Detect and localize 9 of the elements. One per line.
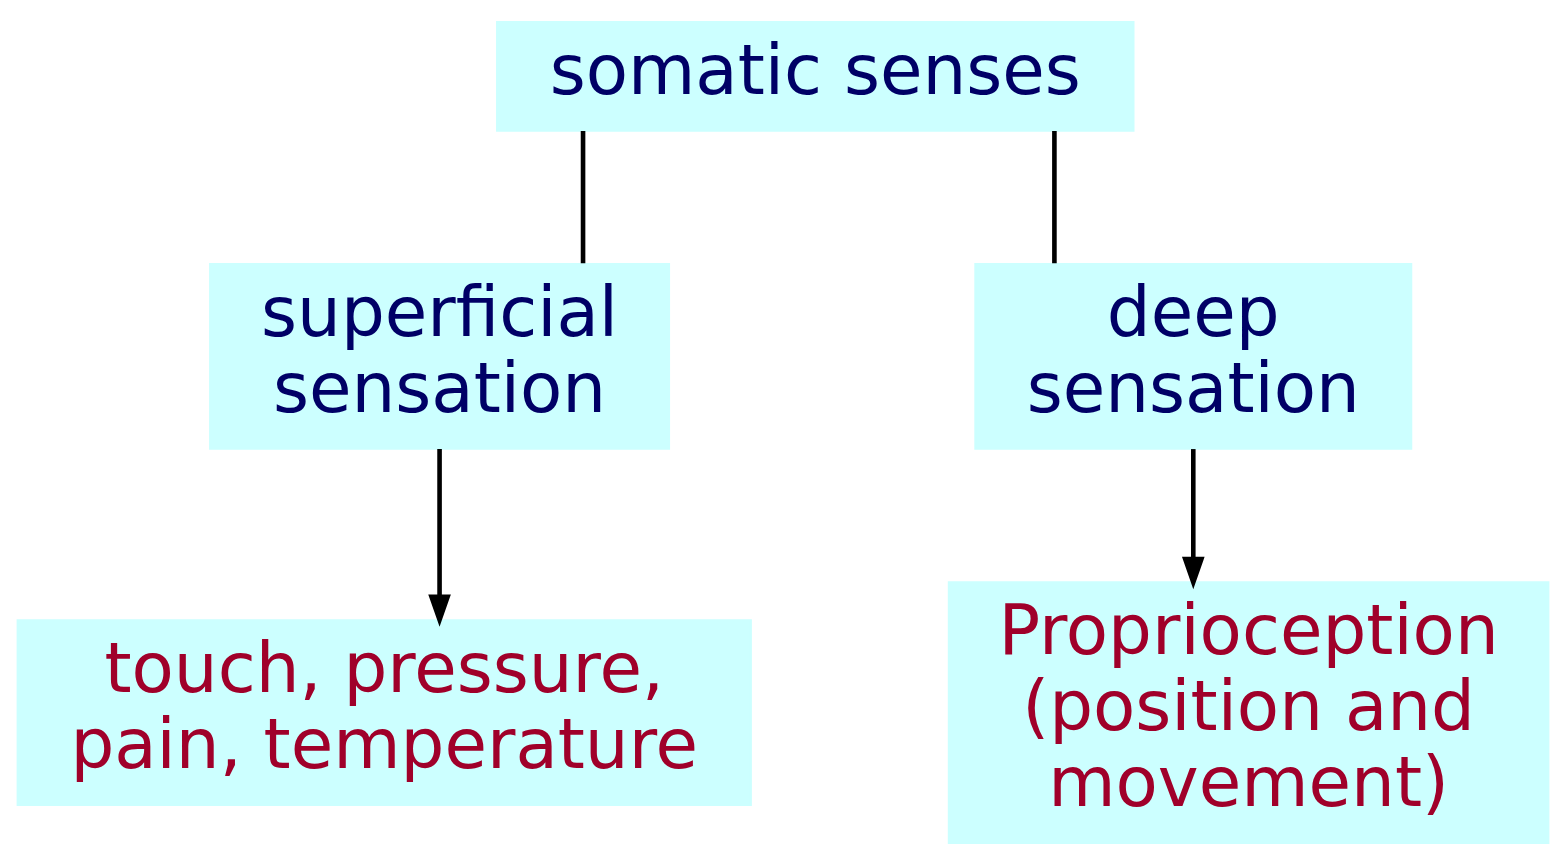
arrow <box>1181 448 1205 589</box>
node-box: Proprioception (position and movement) <box>947 580 1550 844</box>
connector <box>1052 130 1057 263</box>
node-box: somatic senses <box>496 20 1135 132</box>
node-box: deep sensation <box>974 262 1413 450</box>
connector <box>580 130 586 263</box>
arrow <box>428 448 451 627</box>
node-box: touch, pressure, pain, temperature <box>16 618 752 806</box>
node-box: superficial sensation <box>209 262 671 450</box>
